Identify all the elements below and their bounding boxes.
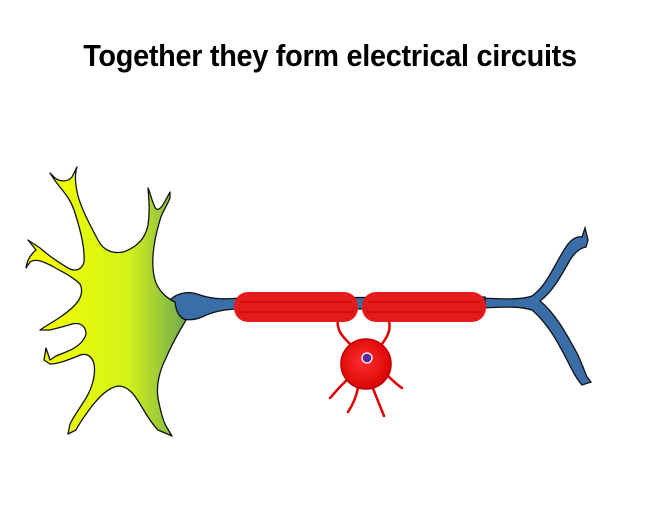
neuron-cell-body: [25, 166, 187, 437]
slide-title: Together they form electrical circuits: [83, 38, 577, 73]
oligodendrocyte: [328, 316, 404, 418]
oligodendrocyte-nucleus: [361, 352, 373, 364]
myelin-segment-right: [362, 292, 486, 322]
axon-terminal: [479, 225, 593, 386]
myelin-sheath: [234, 292, 486, 322]
myelin-segment-left: [234, 292, 358, 322]
